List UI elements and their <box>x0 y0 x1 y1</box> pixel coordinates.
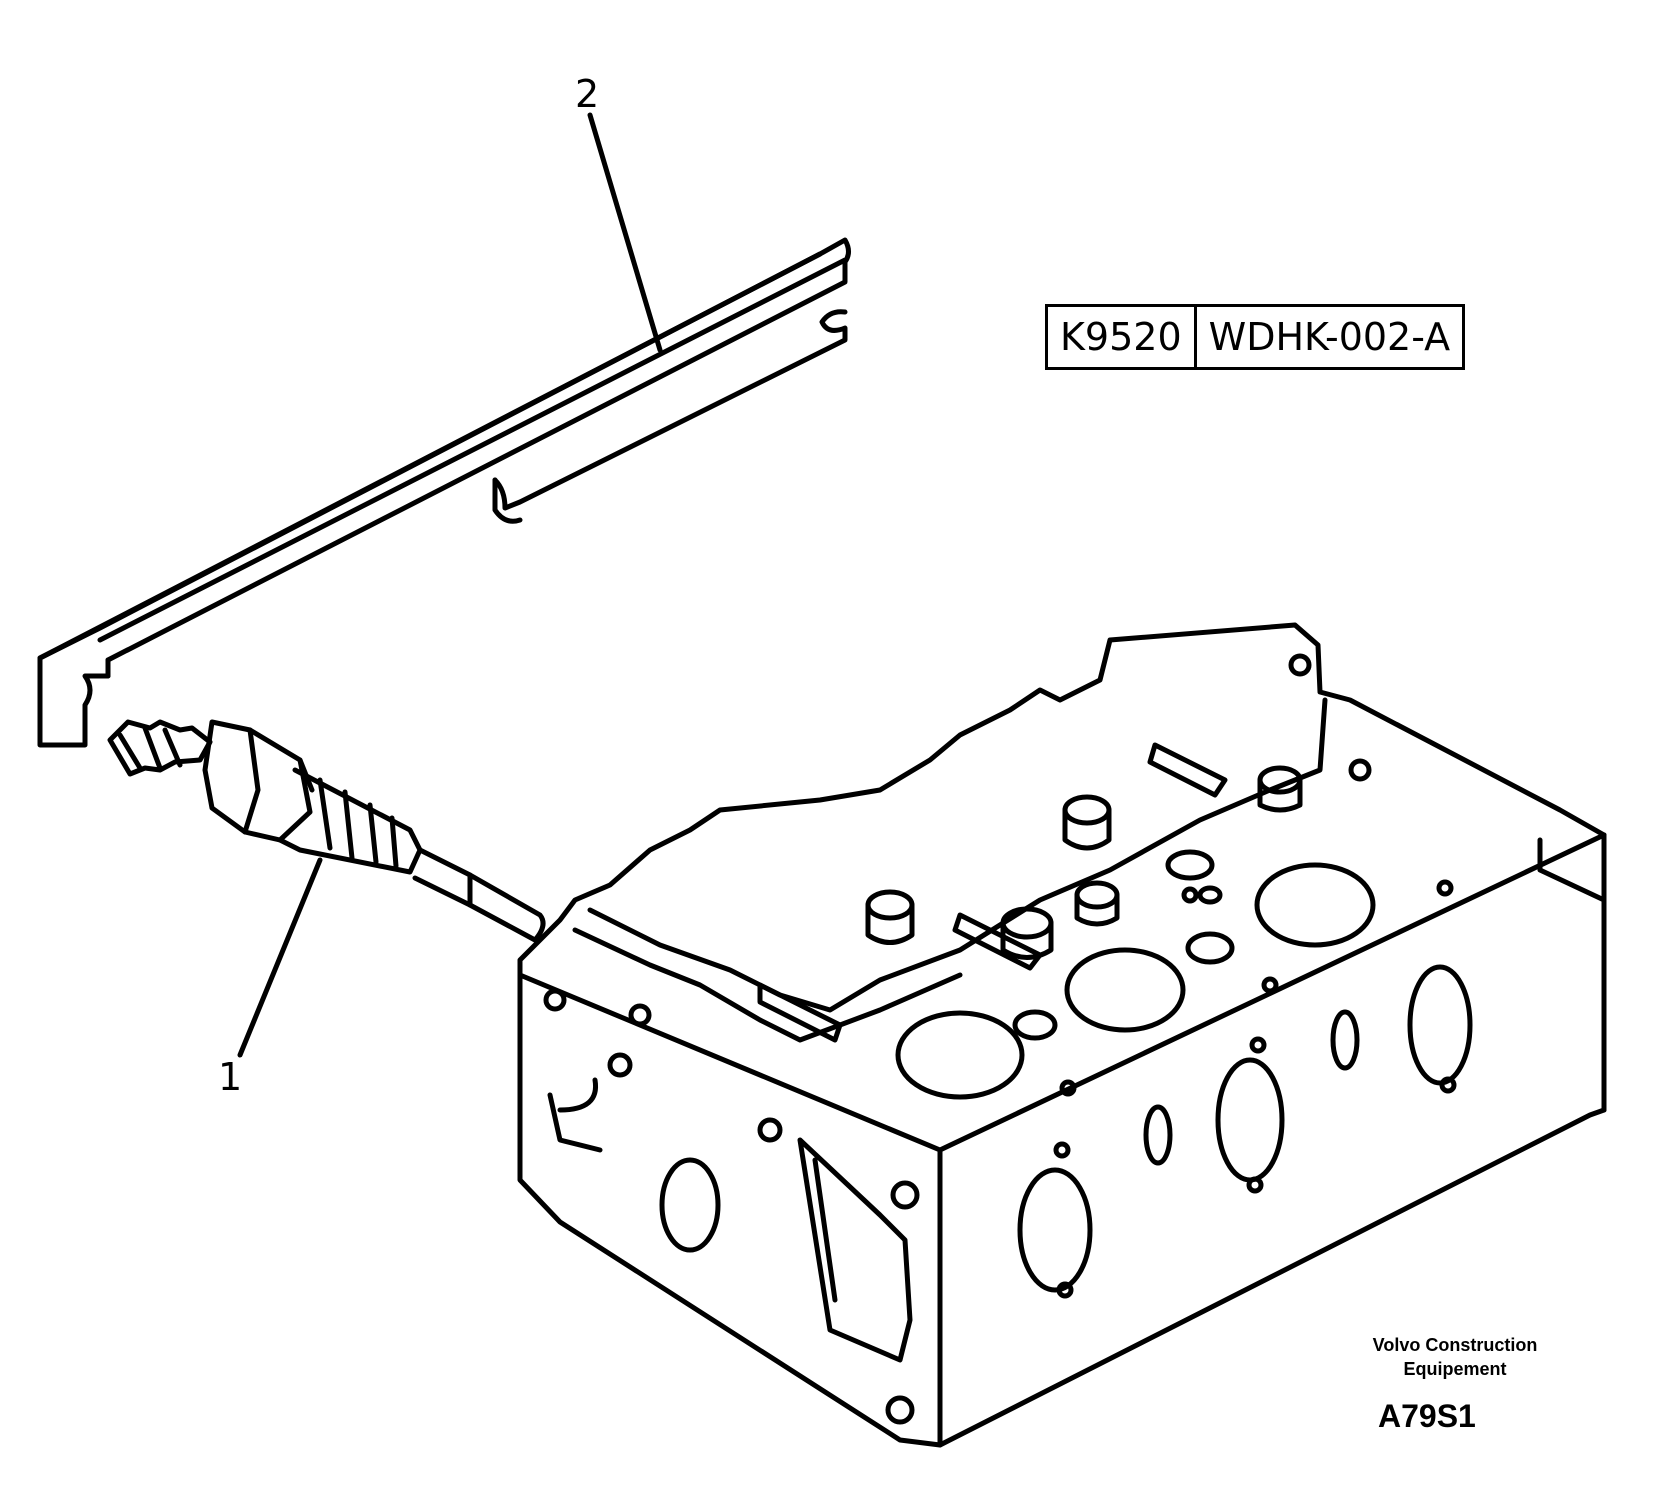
reference-id: WDHK-002-A <box>1193 307 1462 367</box>
figure-code: A79S1 <box>1378 1398 1476 1434</box>
glow-plug-part-1 <box>107 719 546 943</box>
callout-number-2: 2 <box>575 72 600 116</box>
brand-line-1: Volvo Construction <box>1372 1335 1538 1355</box>
reference-box: K9520 WDHK-002-A <box>1045 304 1466 370</box>
gauge-bar-part-2 <box>37 237 851 748</box>
leader-line-part-1 <box>237 857 323 1058</box>
leader-line-part-2 <box>587 112 663 353</box>
cylinder-head <box>517 622 1607 1448</box>
brand-label: Volvo Construction Equipement <box>1330 1333 1580 1381</box>
callout-number-1: 1 <box>218 1055 243 1099</box>
reference-code: K9520 <box>1060 315 1182 359</box>
brand-line-2: Equipement <box>1403 1359 1507 1379</box>
